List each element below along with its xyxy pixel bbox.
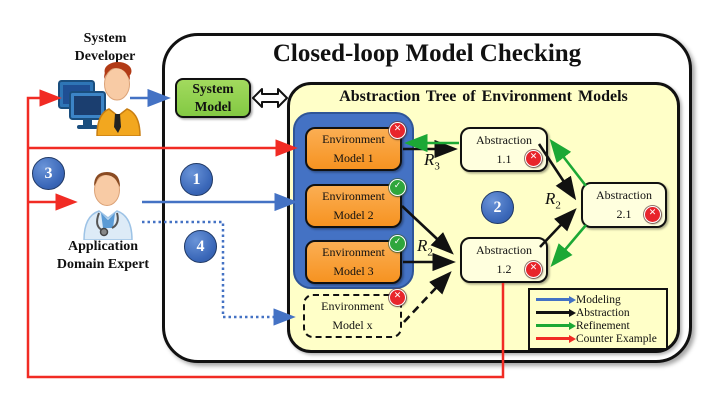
- legend-label: Abstraction: [576, 306, 630, 319]
- environment-model-2-box: Environment Model 2 ✓: [305, 179, 406, 228]
- abs11-line2: 1.1: [496, 151, 512, 166]
- abs11-line1: Abstraction: [476, 132, 532, 147]
- abstraction-arrow-icon: [536, 308, 576, 317]
- fail-badge-icon: ✕: [389, 289, 406, 306]
- relation-label-r3: R3: [424, 150, 440, 173]
- fail-badge-icon: ✕: [525, 261, 542, 278]
- legend: Modeling Abstraction Refinement Counter …: [528, 288, 668, 350]
- system-developer-icon: [58, 62, 141, 136]
- env1-line1: Environment: [322, 132, 385, 147]
- environment-model-1-box: Environment Model 1 ✕: [305, 122, 406, 171]
- system-model-box: System Model: [175, 78, 251, 118]
- envx-line2: Model x: [332, 318, 373, 332]
- abs12-line2: 1.2: [496, 262, 512, 276]
- legend-row-modeling: Modeling: [536, 293, 660, 306]
- legend-label: Counter Example: [576, 332, 657, 345]
- modeling-arrow-icon: [536, 295, 576, 304]
- counter-example-arrow-icon: [536, 334, 576, 343]
- relation-label-r2-lower: R2: [417, 236, 433, 259]
- environment-model-x-box: Environment Model x ✕: [303, 289, 406, 338]
- page-title: Closed-loop Model Checking: [272, 40, 582, 67]
- legend-row-counter-example: Counter Example: [536, 332, 660, 345]
- abstraction-1-1-box: Abstraction 1.1 ✕: [460, 127, 548, 172]
- pass-badge-icon: ✓: [389, 235, 406, 252]
- abs12-line1: Abstraction: [476, 243, 532, 258]
- refinement-arrow-icon: [536, 321, 576, 330]
- envx-line1: Environment: [321, 299, 384, 314]
- env2-line1: Environment: [322, 189, 385, 204]
- system-model-line1: System: [192, 80, 234, 96]
- application-domain-expert-label: Application Domain Expert: [40, 238, 166, 273]
- abstraction-tree-title: Abstraction Tree of Environment Models: [339, 88, 628, 105]
- abstraction-1-2-box: Abstraction 1.2 ✕: [460, 237, 548, 283]
- domain-expert-icon: [83, 172, 133, 240]
- system-model-line2: Model: [194, 99, 232, 114]
- fail-badge-icon: ✕: [525, 150, 542, 167]
- env3-line2: Model 3: [333, 264, 374, 278]
- abs21-line2: 2.1: [616, 207, 632, 221]
- step-2-circle: 2: [481, 191, 514, 224]
- dev-label-line1: System: [83, 31, 127, 46]
- step-1-circle: 1: [180, 163, 213, 196]
- legend-row-refinement: Refinement: [536, 319, 660, 332]
- pass-badge-icon: ✓: [389, 179, 406, 196]
- env3-line1: Environment: [322, 245, 385, 260]
- step-3-circle: 3: [32, 157, 65, 190]
- legend-label: Modeling: [576, 293, 621, 306]
- env1-line2: Model 1: [333, 151, 374, 165]
- abstraction-2-1-box: Abstraction 2.1 ✕: [581, 182, 667, 228]
- expert-label-line2: Domain Expert: [56, 256, 150, 272]
- fail-badge-icon: ✕: [644, 206, 661, 223]
- legend-label: Refinement: [576, 319, 630, 332]
- relation-label-r2-upper: R2: [545, 189, 561, 212]
- env2-line2: Model 2: [333, 208, 374, 222]
- system-developer-label: System Developer: [45, 30, 165, 65]
- expert-label-line1: Application: [67, 239, 138, 254]
- fail-badge-icon: ✕: [389, 122, 406, 139]
- bidirectional-arrow-icon: [252, 88, 288, 108]
- dev-label-line2: Developer: [74, 48, 136, 64]
- abs21-line1: Abstraction: [596, 188, 652, 203]
- environment-model-3-box: Environment Model 3 ✓: [305, 235, 406, 284]
- step-4-circle: 4: [184, 230, 217, 263]
- legend-row-abstraction: Abstraction: [536, 306, 660, 319]
